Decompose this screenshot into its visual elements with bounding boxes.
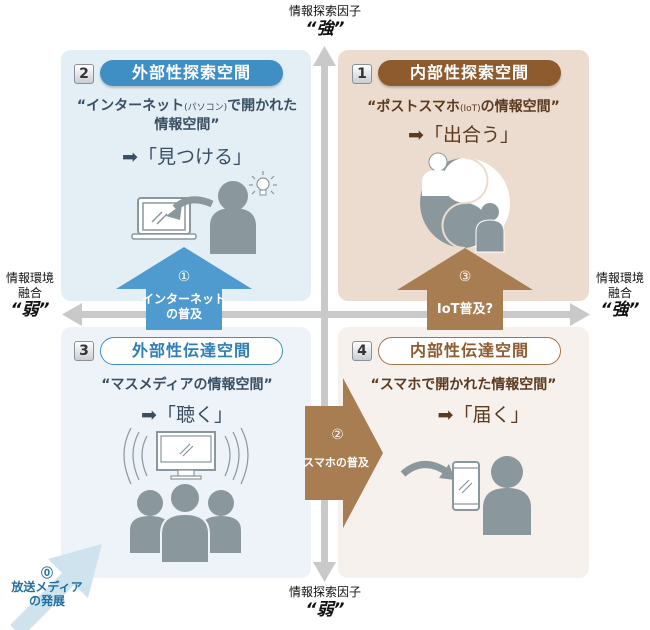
quadrant-verb: ➡「届く」 <box>437 404 530 426</box>
transition-arrow-0 <box>10 544 102 630</box>
transition-0-line1: 放送メディア <box>11 580 83 594</box>
quadrant-verb: ➡「見つける」 <box>122 146 252 168</box>
transition-arrow-3 <box>397 248 533 330</box>
person-laptop-lightbulb-icon <box>131 171 277 254</box>
transition-1-line2: の普及 <box>165 307 202 321</box>
horizontal-axis-title-left-1: 情報環境 <box>5 271 54 285</box>
transition-2-number: ② <box>331 427 344 443</box>
quadrant-subtitle: “スマホで開かれた情報空間” <box>370 377 557 393</box>
horizontal-axis-weak-label: “弱” <box>10 300 50 320</box>
quadrant-subtitle-line2: 情報空間” <box>154 117 220 133</box>
vertical-axis-strong-label: “強” <box>305 19 345 39</box>
horizontal-axis-title-right-1: 情報環境 <box>595 271 644 285</box>
transition-3-number: ③ <box>458 269 472 285</box>
quadrant-number-badge: 2 <box>74 64 94 84</box>
transition-arrow-2 <box>305 378 383 528</box>
quadrant-number-badge: 4 <box>352 341 372 361</box>
phone-person-icon <box>400 456 531 535</box>
quadrant-title: 外部性探索空間 <box>100 60 283 86</box>
transition-1-number: ① <box>177 269 191 285</box>
quadrant-subtitle: “インターネット(パソコン)で開かれた <box>76 98 298 114</box>
transition-2-label: スマホの普及 <box>303 456 369 469</box>
quadrant-number-badge: 1 <box>352 64 372 84</box>
transition-1-line1: インターネット <box>141 292 226 306</box>
transition-0-number: ⓪ <box>40 566 53 580</box>
quadrant-subtitle: “ポストスマホ(IoT)の情報空間” <box>367 99 560 115</box>
horizontal-axis-title-left-2: 融合 <box>17 286 42 300</box>
quadrant-title: 内部性探索空間 <box>378 60 561 86</box>
horizontal-axis-title-right-2: 融合 <box>607 286 632 300</box>
transition-0-line2: の発展 <box>28 594 65 608</box>
yin-yang-people-icon <box>420 152 510 253</box>
quadrant-title: 内部性伝達空間 <box>378 337 561 365</box>
audience-tv-icon <box>123 428 249 564</box>
quadrant-title: 外部性伝達空間 <box>100 337 283 365</box>
quadrant-number-badge: 3 <box>74 341 94 361</box>
horizontal-axis-strong-label: “強” <box>600 300 640 320</box>
vertical-axis-title-top: 情報探索因子 <box>288 4 361 18</box>
quadrant-verb: ➡「聴く」 <box>141 404 233 426</box>
quadrant-subtitle: “マスメディアの情報空間” <box>101 377 273 393</box>
transition-arrow-1 <box>116 247 252 330</box>
vertical-axis-weak-label: “弱” <box>305 600 345 620</box>
transition-3-label: IoT普及? <box>436 302 494 317</box>
vertical-axis-title-bottom: 情報探索因子 <box>288 585 361 599</box>
quadrant-verb: ➡「出合う」 <box>408 124 519 146</box>
